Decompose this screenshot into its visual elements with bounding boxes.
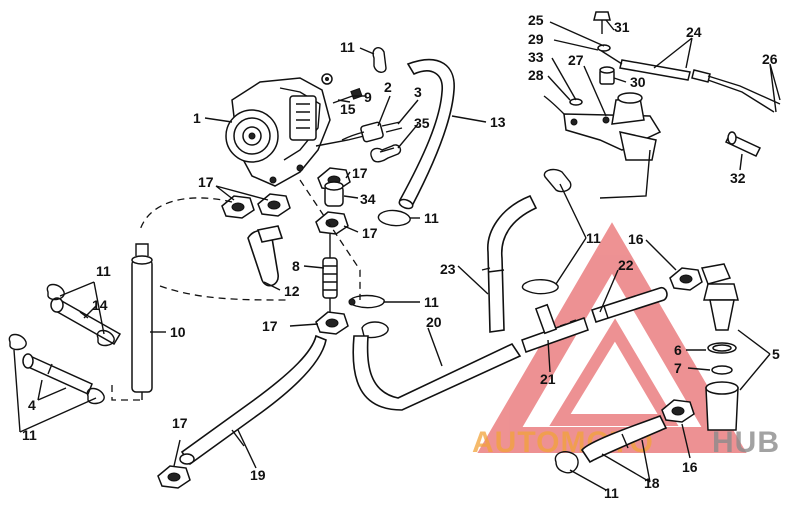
wire-harness-24 xyxy=(599,49,781,113)
label-7: 7 xyxy=(674,360,682,376)
label-18: 18 xyxy=(644,475,660,491)
label-17-left: 17 xyxy=(198,174,214,190)
label-17-lower: 17 xyxy=(262,318,278,334)
label-10: 10 xyxy=(170,324,186,340)
label-31: 31 xyxy=(614,19,630,35)
label-11-center: 11 xyxy=(424,294,439,310)
label-1: 1 xyxy=(193,110,201,126)
label-17-bottom: 17 xyxy=(172,415,188,431)
hose-clips-left xyxy=(8,283,115,405)
label-6: 6 xyxy=(674,342,682,358)
label-22: 22 xyxy=(618,257,634,273)
part-labels: 1 2 3 4 5 6 7 8 9 10 11 11 11 11 11 11 1… xyxy=(22,12,780,501)
label-30: 30 xyxy=(630,74,646,90)
hose-20 xyxy=(352,335,522,411)
bolt-31 xyxy=(593,11,611,34)
label-9: 9 xyxy=(364,89,372,105)
label-16-bottom: 16 xyxy=(682,459,698,475)
label-13: 13 xyxy=(490,114,506,130)
hose-clip-11-right-top xyxy=(543,168,572,193)
label-28: 28 xyxy=(528,67,544,83)
fitting-4 xyxy=(22,353,93,396)
clamp-16-bottom xyxy=(661,399,695,423)
leader-lines xyxy=(13,19,781,491)
label-35: 35 xyxy=(414,115,430,131)
hose-13 xyxy=(398,58,455,210)
label-33: 33 xyxy=(528,49,544,65)
label-19: 19 xyxy=(250,467,266,483)
hose-clip-11-bottom xyxy=(554,451,579,474)
sleeve-32 xyxy=(724,131,762,157)
label-11-left-top: 11 xyxy=(96,263,111,279)
plug-30 xyxy=(599,66,615,85)
routing-dash-lines xyxy=(111,179,361,401)
label-11-right: 11 xyxy=(586,230,601,246)
label-15: 15 xyxy=(340,101,356,117)
elbow-hose-12 xyxy=(247,225,284,287)
t-fitting-21 xyxy=(521,303,589,353)
fitting-14 xyxy=(50,297,122,346)
label-26: 26 xyxy=(762,51,778,67)
hose-10 xyxy=(131,243,153,400)
watermark-text-gray: HUB xyxy=(712,426,780,459)
primer-solenoid xyxy=(341,121,403,143)
label-23: 23 xyxy=(440,261,456,277)
hose-23 xyxy=(487,194,538,333)
clamp-17-left-b xyxy=(257,193,291,217)
label-11-left-bottom: 11 xyxy=(22,427,37,443)
label-14: 14 xyxy=(92,297,108,313)
primer-bracket-27 xyxy=(543,92,662,199)
hose-clip-top xyxy=(372,47,387,73)
label-11-bottom: 11 xyxy=(604,485,619,501)
hose-clip-11-center xyxy=(348,294,385,309)
hose-clip-mid xyxy=(377,209,411,227)
label-32: 32 xyxy=(730,170,746,186)
label-11-mid: 11 xyxy=(424,210,439,226)
label-20: 20 xyxy=(426,314,442,330)
clamp-17-left-a xyxy=(221,195,255,219)
clamp-17-bottom xyxy=(157,465,191,489)
clamp-17-mid xyxy=(315,211,349,235)
label-24: 24 xyxy=(686,24,702,40)
label-17-upper: 17 xyxy=(352,165,368,181)
label-12: 12 xyxy=(284,283,300,299)
fuel-pump xyxy=(225,77,373,187)
label-21: 21 xyxy=(540,371,556,387)
hose-22 xyxy=(590,286,668,324)
inline-filter-8 xyxy=(322,234,338,316)
spring-clip-35 xyxy=(370,144,402,163)
label-25: 25 xyxy=(528,12,544,28)
label-3: 3 xyxy=(414,84,422,100)
washer-29 xyxy=(597,44,611,52)
label-27: 27 xyxy=(568,52,584,68)
fuel-filter-5 xyxy=(700,263,739,431)
label-29: 29 xyxy=(528,31,544,47)
label-11-top: 11 xyxy=(340,39,355,55)
clamp-17-lower xyxy=(315,311,349,335)
label-8: 8 xyxy=(292,258,300,274)
mounting-screw xyxy=(321,73,363,104)
label-17-mid: 17 xyxy=(362,225,378,241)
label-4: 4 xyxy=(28,397,36,413)
fitting-34 xyxy=(324,181,344,207)
hose-19 xyxy=(179,334,327,466)
hose-clip-11-right-mid xyxy=(521,279,559,295)
label-16-top: 16 xyxy=(628,231,644,247)
label-2: 2 xyxy=(384,79,392,95)
label-5: 5 xyxy=(772,346,780,362)
label-34: 34 xyxy=(360,191,376,207)
hose-18 xyxy=(581,414,668,464)
watermark-triangle-inner xyxy=(549,318,679,426)
clamp-16-top xyxy=(669,267,703,291)
